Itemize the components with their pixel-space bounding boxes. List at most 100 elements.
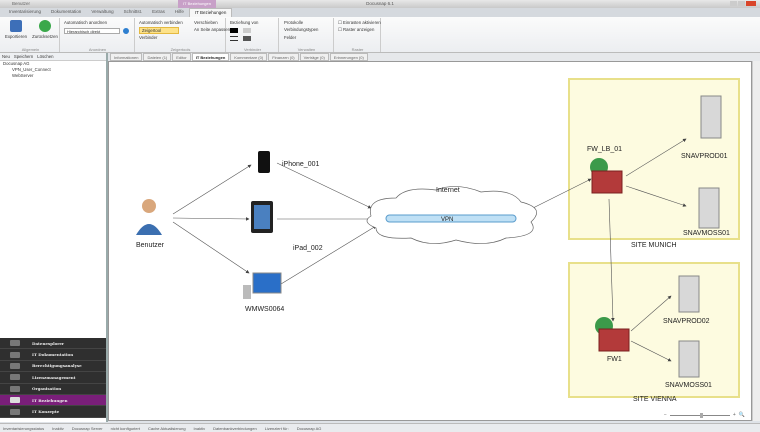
line-style-select[interactable]: Beziehung von [230,20,259,25]
workstation-node[interactable]: WMWS0064 [243,272,284,313]
diagram-canvas[interactable]: Benutzer iPhone_001 iPad_002 WMWS0064 In… [108,61,752,421]
fw-munich-node[interactable]: FW_LB_01 [587,146,623,194]
tab-schnittstellen[interactable]: Schnittst. [123,9,143,14]
connector-button[interactable]: Verbinder [139,35,158,40]
phone-icon [258,151,270,173]
tab-inventarisierung[interactable]: Inventarisierung [9,9,42,14]
workstation-icon [252,272,282,294]
document-tabs: Informationen Dateien (1) Editor IT Bezi… [110,53,760,61]
new-button[interactable]: Neu [2,54,10,59]
status-inventory-value: Inaktiv [52,425,64,431]
server-snavmoss01-munich[interactable]: SNAVMOSS01 [683,187,730,237]
server-snavprod01[interactable]: SNAVPROD01 [681,95,728,160]
tab-extras[interactable]: Extras [152,9,165,14]
tab-erinnerungen[interactable]: Erinnerungen (0) [329,53,368,61]
reset-label: Zurücksetzen [32,34,58,39]
snap-checkbox[interactable]: ☐ Einrasten aktivieren [338,20,381,25]
site-vienna-box[interactable] [568,262,740,398]
reset-icon [39,20,51,32]
export-button[interactable]: Exportieren [4,20,28,39]
group-label: Verbinder [243,47,262,52]
ribbon: Exportieren Zurücksetzen Allgemein Autom… [0,17,760,53]
fw-vienna-node[interactable]: FW1 [595,317,630,363]
site-vienna-label: SITE VIENNA [633,396,677,403]
nav-it-dokumentation[interactable]: IT Dokumentation [0,349,106,361]
minimize-button[interactable] [730,1,737,6]
title-bar: Benutzer IT Beziehungen Docusnap 6.1 [0,0,760,8]
tree-view: Docusnap AG VPN_User_Connect WebServer [0,61,106,79]
tree-toolbar: Neu Speichern Löschen [0,53,106,61]
app-label: Benutzer [12,1,31,6]
nav-it-konzepte[interactable]: IT Konzepte [0,406,106,418]
refresh-layout-icon[interactable] [123,28,129,34]
tree-item[interactable]: WebServer [12,73,34,78]
internet-cloud[interactable]: Internet VPN [366,186,537,244]
tab-it-beziehungen[interactable]: IT Beziehungen [188,8,233,17]
tab-kommentare[interactable]: Kommentare (0) [230,53,268,61]
line-color-picker[interactable] [230,28,238,33]
tab-editor[interactable]: Editor [172,53,191,61]
iphone-node[interactable]: iPhone_001 [258,151,319,173]
server-icon [698,187,720,229]
zoom-in-button[interactable]: + [732,412,736,418]
auto-arrange-button[interactable]: Automatisch anordnen [64,20,107,25]
nav-label: IT Dokumentation [32,352,74,358]
tab-dokumentation[interactable]: Dokumentation [51,9,82,14]
show-grid-checkbox[interactable]: ☐ Raster anzeigen [338,27,375,32]
tab-verwaltung[interactable]: Verwaltung [91,9,114,14]
nav-label: Berechtigungsanalyse [32,363,82,369]
layout-select[interactable]: Hierarchisch direkt [64,28,120,34]
tab-dateien[interactable]: Dateien (1) [143,53,172,61]
auto-connect-button[interactable]: Automatisch verbinden [139,20,183,25]
iphone-label: iPhone_001 [282,161,319,168]
fields-button[interactable]: Felder [284,35,297,40]
export-label: Exportieren [5,34,27,39]
tree-item[interactable]: VPN_User_Connect [12,67,51,72]
fw-vienna-label: FW1 [607,356,622,363]
zoom-slider[interactable] [669,412,730,418]
nav-berechtigungsanalyse[interactable]: Berechtigungsanalyse [0,360,106,373]
tab-finanzen[interactable]: Finanzen (0) [268,53,299,61]
status-server-value: nicht konfiguriert [110,425,140,431]
user-label: Benutzer [136,242,165,249]
save-button[interactable]: Speichern [13,54,34,59]
tab-informationen[interactable]: Informationen [110,53,143,61]
protocols-button[interactable]: Protokolle [284,20,304,25]
nav-organisation[interactable]: Organisation [0,383,106,395]
vertical-scrollbar[interactable] [752,61,760,421]
server-snavmoss01-vienna[interactable]: SNAVMOSS01 [665,340,712,389]
it-konzepte-icon [10,408,20,415]
status-server-label: Docusnap Server [71,425,103,431]
lizenzmanagement-icon [10,374,20,381]
user-node[interactable]: Benutzer [136,199,165,249]
firewall-icon [598,328,630,352]
zoom-out-button[interactable]: − [663,412,667,418]
group-label: Raster [351,47,364,52]
delete-button[interactable]: Löschen [37,54,54,59]
vpn-label: VPN [441,217,453,223]
close-button[interactable] [746,1,756,6]
status-bar: Inventarisierungsstatus Inaktiv Docusnap… [0,423,760,432]
server-snavprod02[interactable]: SNAVPROD02 [663,275,710,325]
tab-hilfe[interactable]: Hilfe [174,9,184,14]
status-db-connections[interactable]: Datenbankverbindungen [213,425,257,431]
server-label: SNAVMOSS01 [683,230,730,237]
zoom-icon[interactable]: 🔍 [738,412,745,418]
pointer-tool-button[interactable]: Zeigertool [139,27,179,34]
connection-types-button[interactable]: Verbindungstypen [284,27,319,32]
fill-color-picker[interactable] [243,28,251,33]
tree-item[interactable]: Docusnap AG [3,61,30,66]
fit-page-button[interactable]: An Seite anpassen [194,27,231,32]
nav-it-beziehungen[interactable]: IT Beziehungen [0,394,106,407]
nav-datenexplorer[interactable]: Datenexplorer [0,338,106,350]
move-button[interactable]: Verschieben [194,20,218,25]
tab-vertraege[interactable]: Verträge (0) [299,53,329,61]
reset-button[interactable]: Zurücksetzen [32,20,58,39]
nav-lizenzmanagement[interactable]: Lizenzmanagement [0,372,106,384]
maximize-button[interactable] [738,1,745,6]
line-pattern-picker[interactable] [243,36,251,41]
tab-it-beziehungen-doc[interactable]: IT Beziehungen [191,53,230,61]
ipad-node[interactable]: iPad_002 [251,201,323,252]
line-weight-picker[interactable] [230,36,238,41]
vpn-tunnel [385,214,517,223]
